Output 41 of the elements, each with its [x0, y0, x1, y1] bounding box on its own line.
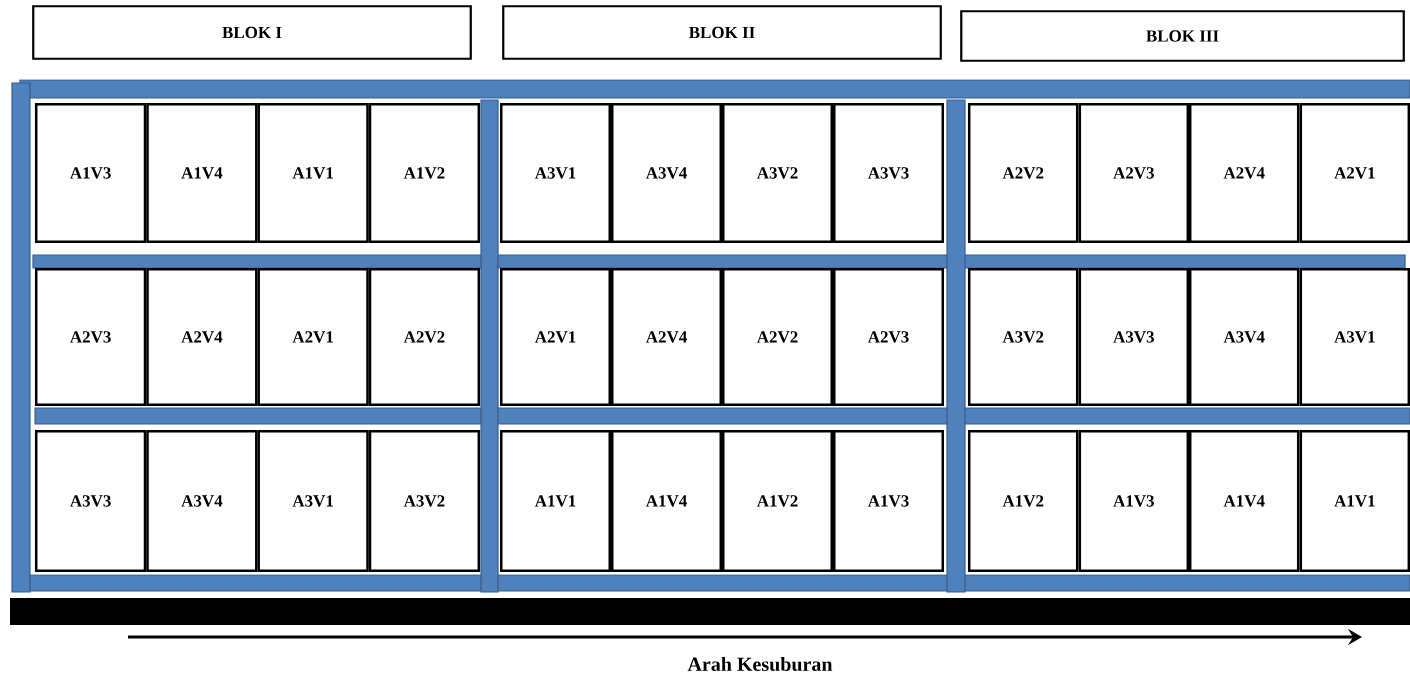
axis-label: Arah Kesuburan — [687, 656, 833, 672]
plot-cell: A1V4 — [146, 103, 258, 243]
plot-cell: A3V3 — [833, 103, 944, 243]
plot-cell: A1V3 — [1078, 430, 1190, 572]
plot-cell: A1V4 — [1188, 430, 1300, 572]
plot-cell: A1V3 — [34, 103, 147, 243]
plot-cell: A2V1 — [1299, 103, 1410, 243]
soil-bar — [10, 598, 1410, 625]
plot-cell: A2V1 — [500, 268, 611, 406]
plot-cell: A2V4 — [146, 268, 258, 406]
plot-cell: A1V3 — [833, 430, 944, 572]
block-header: BLOK II — [502, 5, 942, 60]
plot-cell: A3V2 — [368, 430, 481, 572]
plot-cell: A3V4 — [146, 430, 258, 572]
plot-cell: A2V3 — [1078, 103, 1190, 243]
plot-cell: A3V4 — [1188, 268, 1300, 406]
plot-cell: A3V1 — [257, 430, 369, 572]
plot-cell: A2V2 — [722, 268, 833, 406]
plot-cell: A1V1 — [257, 103, 369, 243]
plot-cell: A3V2 — [722, 103, 833, 243]
plot-cell: A2V2 — [368, 268, 481, 406]
plot-cell: A1V2 — [722, 430, 833, 572]
plot-cell: A2V3 — [833, 268, 944, 406]
plot-cell: A2V4 — [611, 268, 722, 406]
plot-cell: A2V4 — [1188, 103, 1300, 243]
plot-cell: A3V1 — [1299, 268, 1410, 406]
plot-cell: A1V4 — [611, 430, 722, 572]
plot-cell: A3V4 — [611, 103, 722, 243]
plot-cell: A2V1 — [257, 268, 369, 406]
plot-cell: A1V1 — [1299, 430, 1410, 572]
plot-cell: A2V3 — [34, 268, 147, 406]
block-header: BLOK III — [960, 10, 1405, 62]
block-header: BLOK I — [32, 5, 472, 60]
plot-cell: A1V2 — [368, 103, 481, 243]
plot-cell: A3V3 — [1078, 268, 1190, 406]
plot-cell: A2V2 — [967, 103, 1079, 243]
plot-cell: A3V1 — [500, 103, 611, 243]
plot-cell: A1V2 — [967, 430, 1079, 572]
plot-cell: A3V2 — [967, 268, 1079, 406]
plot-cell: A3V3 — [34, 430, 147, 572]
plot-cell: A1V1 — [500, 430, 611, 572]
